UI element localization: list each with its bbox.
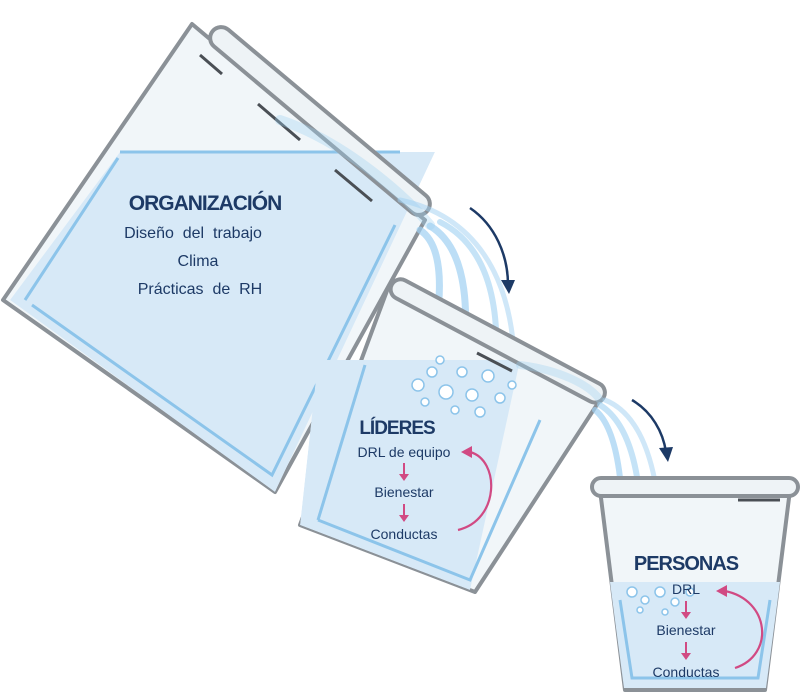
organizacion-measure-mark (334, 168, 373, 203)
organizacion-item: Prácticas de RH (138, 281, 262, 298)
lideres-measure-mark (476, 351, 513, 373)
organizacion-item: Clima (178, 253, 219, 270)
personas-glass (590, 476, 800, 692)
lideres-item: DRL de equipo (358, 444, 451, 460)
lideres-glass-rim (388, 277, 607, 405)
lideres-down-arrow (399, 504, 409, 522)
organizacion-measure-mark (199, 53, 223, 76)
organizacion-item: Diseño del trabajo (124, 225, 262, 242)
personas-title: PERSONAS (634, 553, 739, 575)
lideres-bubbles (411, 355, 517, 418)
personas-down-arrow (681, 601, 691, 619)
personas-item: DRL (672, 581, 700, 597)
lideres-item: Conductas (371, 526, 438, 542)
personas-bubbles (626, 586, 695, 616)
lideres-item: Bienestar (374, 484, 433, 500)
lideres-down-arrow (399, 463, 409, 481)
organizacion-measure-mark (257, 102, 301, 142)
flow-arrow-2 (631, 398, 673, 462)
flow-arrow-1 (469, 206, 515, 294)
personas-glass-rim (590, 476, 800, 498)
personas-item: Conductas (653, 664, 720, 680)
organizacion-title: ORGANIZACIÓN (129, 191, 282, 215)
personas-cycle-arrow (716, 585, 764, 670)
personas-down-arrow (681, 642, 691, 660)
lideres-cycle-arrow (457, 446, 493, 532)
lideres-title: LÍDERES (359, 417, 435, 439)
personas-item: Bienestar (656, 622, 715, 638)
organizacion-water (10, 152, 435, 492)
personas-water (610, 582, 780, 688)
